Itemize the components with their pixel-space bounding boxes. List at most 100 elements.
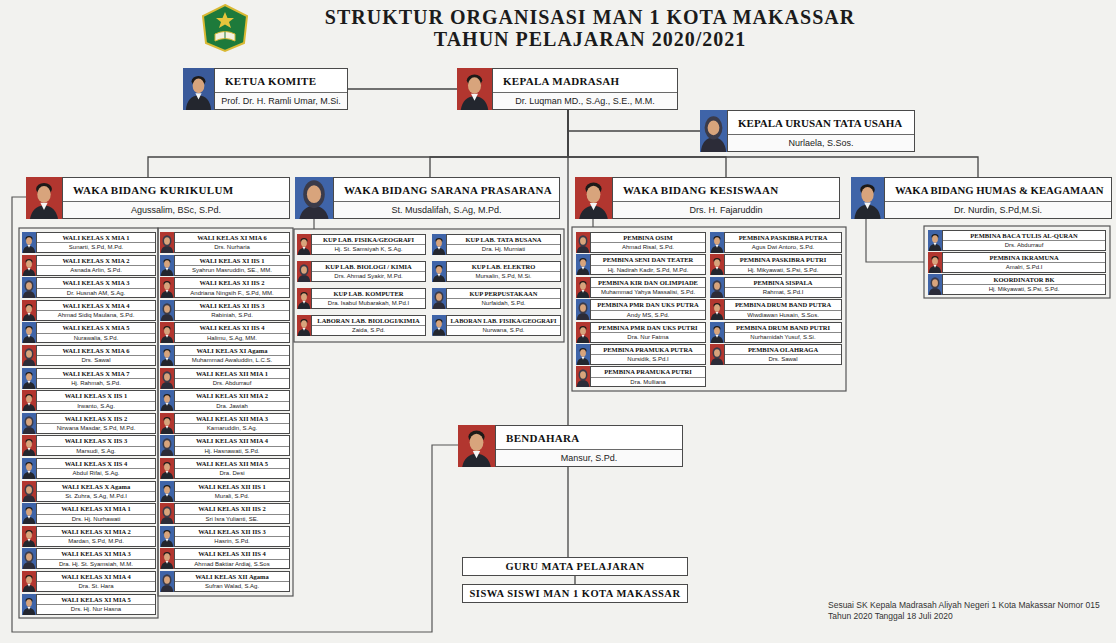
box-panel: WALI KELAS XI MIA 2Mardan, S.Pd, M.Pd. bbox=[36, 526, 156, 547]
photo-background bbox=[160, 548, 174, 569]
photo-face bbox=[26, 373, 32, 380]
photo-body bbox=[577, 313, 590, 320]
photo-background bbox=[183, 68, 214, 110]
box-panel: WALI KELAS XII IIS 3Hasrin, S.Pd. bbox=[174, 526, 290, 547]
member-box: WALI KELAS X MIA 1Sunarti, S.Pd, M.Pd. bbox=[22, 232, 156, 253]
portrait-photo bbox=[160, 390, 174, 411]
box-panel: PEMBINA PMR DAN UKS PUTRAAndy MS, S.Pd. bbox=[590, 299, 706, 320]
photo-background bbox=[22, 503, 36, 524]
member-box: KUP LAB. FISIKA/GEOGRAFIHj. St. Samsiyah… bbox=[297, 234, 426, 255]
photo-collar bbox=[27, 267, 30, 270]
photo-collar bbox=[933, 243, 936, 246]
photo-face bbox=[580, 349, 586, 356]
role-title: WALI KELAS XII MIA 4 bbox=[175, 436, 289, 445]
photo-background bbox=[576, 232, 590, 253]
photo-face bbox=[301, 293, 307, 300]
box-panel: PEMBINA DRUM BAND PUTRAWiwdiawan Husain,… bbox=[724, 299, 842, 320]
member-box: WALI KELAS XII AgamaSufran Walad, S.Ag. bbox=[160, 571, 290, 592]
person-name: Sufran Walad, S.Ag. bbox=[175, 581, 289, 591]
photo-collar bbox=[165, 561, 168, 564]
role-title: WALI KELAS XI IIS 4 bbox=[175, 323, 289, 332]
box-panel: WALI KELAS XI IIS 3Rabiniah, S.Pd. bbox=[174, 300, 290, 321]
photo-collar bbox=[27, 538, 30, 541]
person-name: Ahmad Baktiar Ardiaj, S.Sos bbox=[175, 559, 289, 569]
photo-collar bbox=[165, 471, 168, 474]
photo-collar bbox=[27, 380, 30, 383]
person-name: Drs. Sawal bbox=[37, 355, 155, 365]
group-frame bbox=[19, 228, 158, 618]
member-box: WALI KELAS XII IIS 2Sri Isra Yulianti, S… bbox=[160, 503, 290, 524]
person-name: Dra. Jawiah bbox=[175, 401, 289, 411]
portrait-photo bbox=[457, 68, 492, 110]
member-box: WALI KELAS XII MIA 4Hj. Hasnawati, S.Pd. bbox=[160, 435, 290, 456]
person-name: Ahmad Risal, S.Pd. bbox=[591, 242, 705, 252]
photo-face bbox=[580, 237, 586, 244]
role-title: WALI KELAS XI MIA 6 bbox=[175, 233, 289, 242]
photo-background bbox=[160, 435, 174, 456]
photo-body bbox=[929, 288, 942, 295]
portrait-photo bbox=[576, 232, 590, 253]
member-box: WALI KELAS XII IIS 3Hasrin, S.Pd. bbox=[160, 526, 290, 547]
photo-face bbox=[301, 266, 307, 273]
chart-title: STRUKTUR ORGANISASI MAN 1 KOTA MAKASSAR … bbox=[300, 6, 880, 50]
person-name: Hj. Rahmah, S.Pd. bbox=[37, 378, 155, 388]
photo-collar bbox=[165, 335, 168, 338]
portrait-photo bbox=[295, 177, 333, 219]
portrait-photo bbox=[575, 177, 612, 219]
role-title: WALI KELAS XII MIA 3 bbox=[175, 414, 289, 423]
photo-background bbox=[928, 252, 942, 273]
member-box: PEMBINA DRUM BAND PUTRAWiwdiawan Husain,… bbox=[710, 299, 842, 320]
photo-face bbox=[26, 508, 32, 515]
photo-background bbox=[22, 526, 36, 547]
photo-collar bbox=[27, 606, 30, 609]
photo-face bbox=[470, 434, 484, 451]
box-panel: PEMBINA PASKIBRA PUTRIHj. Mikyawati, S.P… bbox=[724, 254, 842, 275]
box-panel: PEMBINA PRAMUKA PUTRANursidik, S.Pd.I bbox=[590, 344, 706, 365]
photo-background bbox=[432, 288, 446, 309]
photo-background bbox=[160, 571, 174, 592]
photo-body bbox=[433, 302, 446, 309]
photo-body bbox=[161, 246, 174, 253]
photo-body bbox=[161, 517, 174, 524]
portrait-photo bbox=[22, 277, 36, 298]
photo-face bbox=[436, 239, 442, 246]
photo-body bbox=[161, 381, 174, 388]
photo-face bbox=[26, 576, 32, 583]
role-title: PEMBINA OLAHRAGA bbox=[725, 345, 841, 354]
person-name: Muhammad Awaluddin, L.C.S. bbox=[175, 355, 289, 365]
photo-headscarf bbox=[300, 264, 309, 276]
member-box: WALI KELAS XI MIA 5Drs. Hj. Nur Hasna bbox=[22, 594, 156, 615]
member-box: PEMBINA OLAHRAGADrs. Sawal bbox=[710, 344, 842, 365]
portrait-photo bbox=[160, 322, 174, 343]
photo-face bbox=[301, 239, 307, 246]
box-panel: KEPALA MADRASAHDr. Luqman MD., S.Ag., S.… bbox=[492, 68, 678, 110]
role-title: WAKA BIDANG KURIKULUM bbox=[63, 178, 289, 201]
photo-face bbox=[164, 441, 170, 448]
box-panel: WALI KELAS X MIA 2Asnada Arlin, S.Pd. bbox=[36, 255, 156, 276]
photo-background bbox=[928, 230, 942, 251]
photo-face bbox=[580, 372, 586, 379]
photo-face bbox=[436, 320, 442, 327]
box-panel: WALI KELAS X IIS 3Marsudi, S.Ag. bbox=[36, 435, 156, 456]
box-panel: WALI KELAS X MIA 7Hj. Rahmah, S.Pd. bbox=[36, 368, 156, 389]
photo-collar bbox=[165, 403, 168, 406]
person-name: Prof. Dr. H. Ramli Umar, M.Si. bbox=[215, 92, 347, 109]
photo-body bbox=[711, 358, 724, 365]
box-panel: WALI KELAS XII IIS 2Sri Isra Yulianti, S… bbox=[174, 503, 290, 524]
box-panel: WALI KELAS XI IIS 1Syahrun Masruddin, SE… bbox=[174, 255, 290, 276]
person-name: Dra. St. Hara bbox=[37, 581, 155, 591]
box-panel: LABORAN LAB. BIOLOGI/KIMIAZaida, S.Pd. bbox=[311, 315, 426, 336]
photo-face bbox=[26, 260, 32, 267]
photo-collar bbox=[165, 538, 168, 541]
person-name: Ahmad Sidiq Maulana, S.Pd. bbox=[37, 310, 155, 320]
box-panel: PEMBINA BACA TULIS AL-QURANDrs. Abdurrau… bbox=[942, 230, 1106, 251]
person-name: Drs. Sawal bbox=[725, 354, 841, 364]
photo-face bbox=[301, 320, 307, 327]
portrait-photo bbox=[22, 322, 36, 343]
person-name: Drs. Ahmad Syakir, M.Pd. bbox=[312, 271, 425, 281]
box-panel: WAKA BIDANG SARANA PRASARANASt. Musdalif… bbox=[333, 177, 560, 219]
person-name: Sunarti, S.Pd, M.Pd. bbox=[37, 242, 155, 252]
logo-star bbox=[216, 12, 234, 28]
person-name: Abdul Rifai, S.Ag. bbox=[37, 468, 155, 478]
photo-face bbox=[26, 328, 32, 335]
